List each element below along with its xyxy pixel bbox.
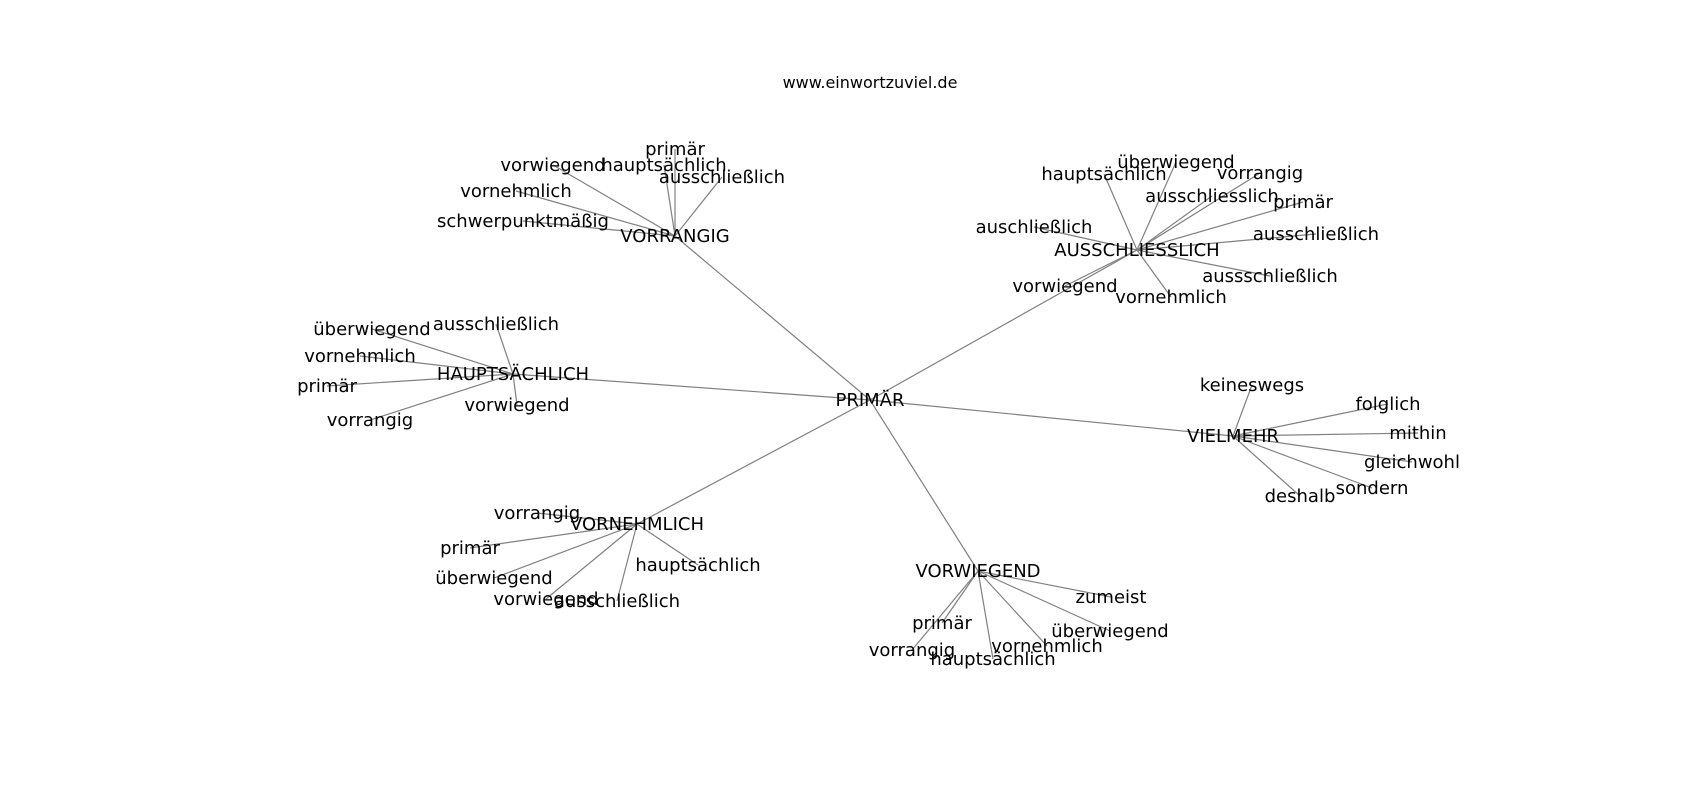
- edge-hauptsaechlich-ausschliesslich: [495, 323, 514, 375]
- edge-vielmehr-mithin: [1232, 432, 1419, 437]
- leaf-node-vorrangig: vorrangig: [869, 640, 955, 661]
- edge-center-hauptsaechlich: [512, 373, 871, 401]
- leaf-node-ueberwiegend: überwiegend: [1051, 621, 1168, 642]
- edge-hauptsaechlich-primaer: [326, 373, 514, 387]
- edge-ausschliesslich-ueberwiegend: [1136, 161, 1177, 251]
- edge-ausschliesslich-vorwiegend: [1064, 249, 1138, 287]
- leaf-node-deshalb: deshalb: [1265, 486, 1336, 507]
- hub-node-vorwiegend: VORWIEGEND: [915, 561, 1040, 582]
- center-node-label: PRIMÄR: [835, 390, 904, 411]
- edge-vorrangig-vorwiegend: [552, 164, 676, 237]
- hub-node-vielmehr: VIELMEHR: [1187, 426, 1279, 447]
- edge-ausschliesslich-aussschliesslich: [1136, 249, 1271, 277]
- leaf-node-hauptsaechlich: hauptsächlich: [635, 555, 760, 576]
- edge-vielmehr-gleichwohl: [1232, 435, 1413, 463]
- leaf-node-vorwiegend: vorwiegend: [1012, 276, 1117, 297]
- leaf-node-ueberwiegend: überwiegend: [313, 319, 430, 340]
- leaf-node-ueberwiegend: überwiegend: [435, 568, 552, 589]
- leaf-node-schwerpunktmaessig: schwerpunktmäßig: [437, 211, 609, 232]
- leaf-node-vornehmlich: vornehmlich: [991, 636, 1102, 657]
- edge-vorwiegend-primaer: [941, 570, 979, 624]
- edge-vornehmlich-hauptsaechlich: [636, 523, 699, 566]
- edge-vornehmlich-ausschliesslich: [616, 523, 638, 602]
- leaf-node-vornehmlich: vornehmlich: [304, 346, 415, 367]
- leaf-node-hauptsaechlich: hauptsächlich: [601, 155, 726, 176]
- leaf-node-keineswegs: keineswegs: [1200, 375, 1304, 396]
- edge-ausschliesslich-hauptsaechlich: [1103, 173, 1138, 251]
- leaf-node-primaer: primär: [645, 139, 705, 160]
- leaf-node-hauptsaechlich: hauptsächlich: [1041, 164, 1166, 185]
- leaf-node-mithin: mithin: [1389, 423, 1446, 444]
- edge-vorrangig-hauptsaechlich: [663, 164, 676, 237]
- edges: [326, 149, 1419, 660]
- edge-ausschliesslich-ausschliesslich: [1136, 233, 1317, 251]
- edge-vielmehr-deshalb: [1232, 435, 1301, 497]
- leaf-node-aussschliesslich: aussschließlich: [1202, 266, 1338, 287]
- edge-vorwiegend-vornehmlich: [977, 570, 1048, 647]
- leaf-node-vorrangig: vorrangig: [327, 410, 413, 431]
- edge-vorwiegend-zumeist: [977, 570, 1112, 598]
- leaf-node-vorrangig: vorrangig: [1217, 163, 1303, 184]
- edge-center-vorrangig: [674, 235, 871, 401]
- edge-hauptsaechlich-vorrangig: [369, 373, 514, 421]
- edge-vornehmlich-vorwiegend: [545, 523, 638, 600]
- leaf-node-auschliesslich: auschließlich: [976, 217, 1093, 238]
- leaf-node-primaer: primär: [440, 538, 500, 559]
- leaf-node-sondern: sondern: [1336, 478, 1409, 499]
- edge-vornehmlich-primaer: [469, 523, 638, 549]
- edge-vorrangig-ausschliesslich: [674, 176, 723, 237]
- hub-node-vorrangig: VORRANGIG: [620, 226, 729, 247]
- edge-ausschliesslich-vornehmlich: [1136, 249, 1172, 298]
- hub-node-hauptsaechlich: HAUPTSÄCHLICH: [437, 364, 589, 385]
- leaf-node-vorrangig: vorrangig: [494, 503, 580, 524]
- edge-ausschliesslich-primaer: [1136, 201, 1304, 251]
- leaf-node-ausschliesslich: ausschließlich: [554, 591, 680, 612]
- leaf-node-ausschliesslich: ausschließlich: [659, 167, 785, 188]
- edge-vorwiegend-hauptsaechlich: [977, 570, 994, 660]
- edge-vorwiegend-vorrangig: [911, 570, 979, 651]
- edge-center-vielmehr: [869, 399, 1234, 437]
- edge-hauptsaechlich-vorwiegend: [512, 373, 518, 406]
- leaf-node-vorwiegend: vorwiegend: [464, 395, 569, 416]
- edge-vorrangig-schwerpunktmaessig: [522, 220, 676, 237]
- edge-center-vorwiegend: [869, 399, 979, 572]
- leaf-node-primaer: primär: [297, 376, 357, 397]
- edge-hauptsaechlich-ueberwiegend: [371, 328, 514, 375]
- leaf-node-ausschliesslich: ausschliesslich: [1145, 186, 1279, 207]
- edge-ausschliesslich-ausschliesslich: [1136, 195, 1213, 251]
- hub-node-vornehmlich: VORNEHMLICH: [570, 514, 704, 535]
- edge-vorrangig-vornehmlich: [515, 190, 676, 237]
- leaf-node-vornehmlich: vornehmlich: [460, 181, 571, 202]
- leaf-node-zumeist: zumeist: [1076, 587, 1147, 608]
- leaf-node-vorwiegend: vorwiegend: [493, 589, 598, 610]
- edge-hauptsaechlich-vornehmlich: [359, 355, 514, 375]
- leaf-node-vorwiegend: vorwiegend: [500, 155, 605, 176]
- edge-center-ausschliesslich: [869, 249, 1138, 401]
- edge-vielmehr-keineswegs: [1232, 384, 1253, 437]
- edge-vornehmlich-ueberwiegend: [493, 523, 638, 579]
- site-title: www.einwortzuviel.de: [783, 73, 958, 92]
- leaf-node-folglich: folglich: [1355, 394, 1420, 415]
- leaf-node-ausschliesslich: ausschließlich: [433, 314, 559, 335]
- node-labels: PRIMÄRVORRANGIGprimärhauptsächlichvorwie…: [297, 139, 1460, 670]
- leaf-node-ausschliesslich: ausschließlich: [1253, 224, 1379, 245]
- leaf-node-primaer: primär: [1273, 192, 1333, 213]
- leaf-node-vornehmlich: vornehmlich: [1115, 287, 1226, 308]
- edge-ausschliesslich-vorrangig: [1136, 172, 1261, 251]
- edge-vorwiegend-ueberwiegend: [977, 570, 1111, 632]
- edge-vielmehr-sondern: [1232, 435, 1373, 489]
- leaf-node-gleichwohl: gleichwohl: [1364, 452, 1460, 473]
- edge-ausschliesslich-auschliesslich: [1033, 226, 1138, 251]
- hub-node-ausschliesslich: AUSSCHLIESSLICH: [1054, 240, 1219, 261]
- edge-vornehmlich-vorrangig: [536, 512, 638, 525]
- leaf-node-hauptsaechlich: hauptsächlich: [930, 649, 1055, 670]
- edge-center-vornehmlich: [636, 399, 871, 525]
- leaf-node-ueberwiegend: überwiegend: [1117, 152, 1234, 173]
- leaf-node-primaer: primär: [912, 613, 972, 634]
- edge-vielmehr-folglich: [1232, 403, 1389, 437]
